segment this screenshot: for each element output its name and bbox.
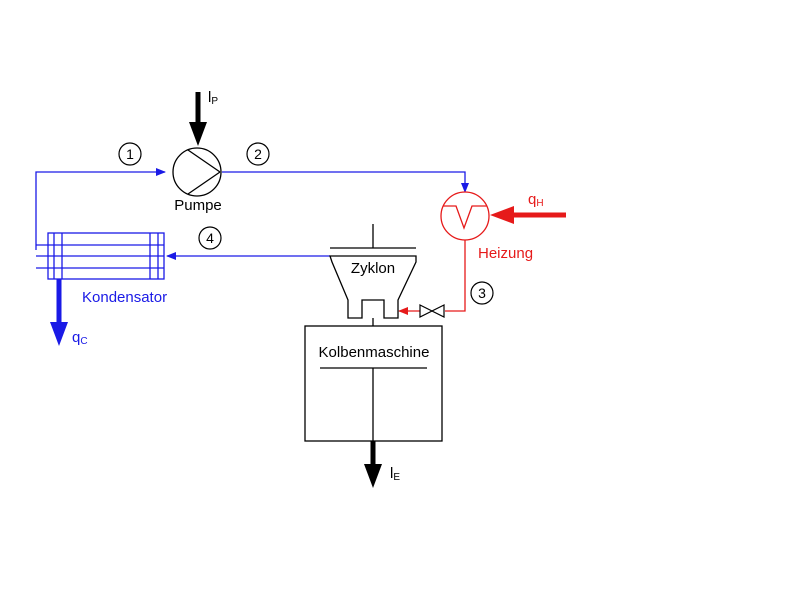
pump-work-label: lP xyxy=(208,89,218,107)
line-pump-to-heater xyxy=(222,171,469,193)
state-point-2: 2 xyxy=(246,142,270,166)
throttle-valve-icon xyxy=(419,304,445,318)
piston-engine-symbol xyxy=(304,318,443,442)
line-heater-to-valve xyxy=(445,240,466,312)
heat-in-arrow xyxy=(490,206,566,224)
heat-out-label: qC xyxy=(72,329,88,347)
svg-text:1: 1 xyxy=(126,146,134,162)
heat-in-label: qH xyxy=(528,191,544,209)
pump-label: Pumpe xyxy=(174,197,222,214)
condenser-symbol xyxy=(36,232,165,280)
condenser-label: Kondensator xyxy=(82,289,167,306)
line-condenser-to-pump xyxy=(35,168,166,250)
svg-text:3: 3 xyxy=(478,285,486,301)
piston-engine-label: Kolbenmaschine xyxy=(319,344,430,361)
engine-work-label: lE xyxy=(390,465,400,483)
svg-text:4: 4 xyxy=(206,230,214,246)
engine-work-arrow xyxy=(364,441,382,488)
heater-symbol xyxy=(440,191,490,241)
svg-text:2: 2 xyxy=(254,146,262,162)
pump-work-arrow xyxy=(189,92,207,146)
heat-out-arrow xyxy=(50,279,68,346)
state-point-3: 3 xyxy=(470,281,494,305)
cyclone-label: Zyklon xyxy=(351,260,395,277)
state-point-4: 4 xyxy=(198,226,222,250)
pump-symbol xyxy=(172,147,222,197)
cyclone-symbol xyxy=(329,224,417,319)
heater-label: Heizung xyxy=(478,245,533,262)
state-point-1: 1 xyxy=(118,142,142,166)
